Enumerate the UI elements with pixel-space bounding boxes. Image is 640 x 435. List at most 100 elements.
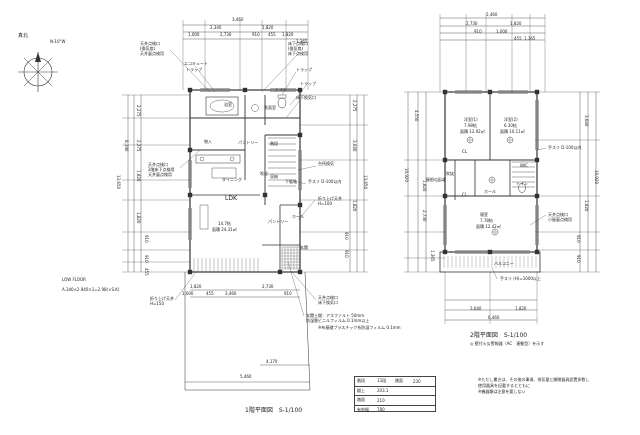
room2-void: 吹抜 <box>446 171 454 176</box>
schedule-row: 有効幅 780 <box>355 406 435 414</box>
plan1-dim-right-2: 3,640 <box>352 140 357 152</box>
smoke-alarm-icon <box>488 176 496 184</box>
note-ceiling-hatch: 天井点検口 (換気扇) 天井裏点検用 <box>140 41 164 56</box>
schedule-row: 蹴上 203.1 <box>355 387 435 396</box>
note2-roof-shape: 屋根の形状 <box>426 177 446 182</box>
room-entrance: 玄関 <box>300 245 308 250</box>
plan2-dim-top-3: 910 <box>474 29 482 34</box>
note-attic-hatch: 天井点検口 2階床下点検用 天井裏点検用 <box>148 162 175 177</box>
plan2-dim-top-5: 1,365 <box>524 36 536 41</box>
smoke-alarm-icon <box>491 228 499 236</box>
leader-line <box>291 271 317 301</box>
smoke-alarm-icon <box>493 230 497 234</box>
schedule-cell: 蹴上 <box>357 387 365 393</box>
plan1-dim-right-1: 2,275 <box>352 100 357 112</box>
plan2-dim-right-2: 1,820 <box>584 200 589 212</box>
room-hall: ホール <box>292 214 304 219</box>
toilet-fixture <box>277 97 287 109</box>
plan1-dim-left-4: 1,820 <box>136 170 141 182</box>
bathtub-basin <box>209 99 235 113</box>
leader-line <box>297 165 317 171</box>
leader-line <box>285 99 301 119</box>
note2-attic-hatch: 天井点検口 小屋裏点検用 <box>548 212 572 222</box>
plan2-dim-top-2: 1,820 <box>510 21 522 26</box>
plan1-dim-top-4: 2,730 <box>220 32 232 37</box>
room-kitchen: ダイニング <box>222 177 242 182</box>
north-arrow-line <box>23 57 53 87</box>
leader-line <box>174 271 197 301</box>
plan2-dim-left-3: 2,730 <box>422 210 427 222</box>
room2-bedroom-area: 7.78帖 <box>480 218 493 223</box>
leader-line <box>261 51 301 93</box>
dining-table <box>211 167 237 179</box>
plan1-dim-right-0: 13,650 <box>363 175 368 189</box>
plan2-dim-left-2: 1,820 <box>422 180 427 192</box>
toilet-fixture <box>518 183 526 193</box>
column <box>297 202 303 208</box>
leader-line <box>287 261 305 317</box>
note-raised-ceiling-2: 折り上げ天井 H=150 <box>150 296 174 306</box>
note-hatch-vent: 天井点検口 床下換気口 <box>318 295 338 305</box>
room-ldk-size: 面積 24.31㎡ <box>212 227 237 232</box>
north-arrow-head <box>35 52 41 62</box>
room-shoe: 下駄箱 <box>285 179 297 184</box>
plan1-dim-right-5: 910 <box>344 250 349 258</box>
plan1-dim-bottom-1: 4,170 <box>266 359 278 364</box>
room2-western-2: 洋室(2) <box>504 117 518 122</box>
schedule-cell: 13段 <box>377 378 387 384</box>
leader-line <box>529 214 547 226</box>
room-storage: 収納 <box>270 174 278 179</box>
plan1-dim-bottom-4: 1,820 <box>190 284 202 289</box>
room2-western-2-size: 面積 10.11㎡ <box>500 129 525 134</box>
schedule-cell: 踏面 <box>357 397 365 403</box>
site-line <box>304 271 311 391</box>
room2-wic: WIC <box>520 163 528 168</box>
plan1-dim-top-5: 910 <box>252 32 260 37</box>
smoke-alarm-icon <box>506 136 514 144</box>
note2-handrail-1: 手スリ D-100以内 <box>548 145 582 150</box>
note-ecocute: エコキュート <box>184 61 208 66</box>
stair-schedule: 階段 13段 踏面 230 蹴上 203.1 踏面 210 有効幅 780 <box>354 376 436 412</box>
plan1-dim-left-1: 8,190 <box>124 140 129 152</box>
schedule-cell: 有効幅 <box>357 406 369 412</box>
stove-burner <box>229 156 235 162</box>
column <box>187 269 193 275</box>
plan2-dim-right-4: 910 <box>576 255 581 263</box>
plan2-dim-left-0: 10,920 <box>404 168 409 182</box>
smoke-alarm-icon <box>466 136 474 144</box>
room2-closet-1: CL <box>462 149 468 154</box>
note-handrail: 手スリ D-100以内 <box>308 179 342 184</box>
schedule-cell: 階段 <box>357 378 365 384</box>
plan2-dim-bottom-0: 6,460 <box>488 315 500 320</box>
column <box>297 87 303 93</box>
leader-line <box>536 147 547 151</box>
plan2-title: 2階平面図 S-1/100 <box>470 332 528 339</box>
smoke-alarm-icon <box>508 138 512 142</box>
plan2-dim-right-0: 10,920 <box>594 170 599 184</box>
plan2-dim-top-1: 2,730 <box>466 21 478 26</box>
plan2-dim-left-1: 4,550 <box>414 110 419 122</box>
plan1-dim-top-6: 455 <box>268 32 276 37</box>
column <box>442 89 448 95</box>
plan1-title: 1階平面図 S-1/100 <box>245 407 303 414</box>
column <box>487 89 493 95</box>
column <box>277 269 283 275</box>
room-ldk: LDK <box>225 195 237 202</box>
sink <box>199 156 205 162</box>
leader-line <box>491 267 498 280</box>
plan2-dim-top-4: 1,000 <box>496 29 508 34</box>
north-angle: N-10°W <box>50 39 66 44</box>
schedule-cell: 230 <box>413 378 421 384</box>
schedule-cell: 210 <box>377 397 385 403</box>
room2-western-2-area: 6.30帖 <box>504 123 517 128</box>
plan1-dim-bottom-3: 2,730 <box>262 284 274 289</box>
sofa <box>199 204 209 230</box>
column <box>187 87 193 93</box>
plan1-dim-bottom-7: 455 <box>206 291 214 296</box>
room2-western-1-size: 面積 12.92㎡ <box>460 129 485 134</box>
room-closet: 物入 <box>204 139 212 144</box>
plan1-dim-left-0: 13,650 <box>116 175 121 189</box>
leader-line <box>435 179 446 183</box>
